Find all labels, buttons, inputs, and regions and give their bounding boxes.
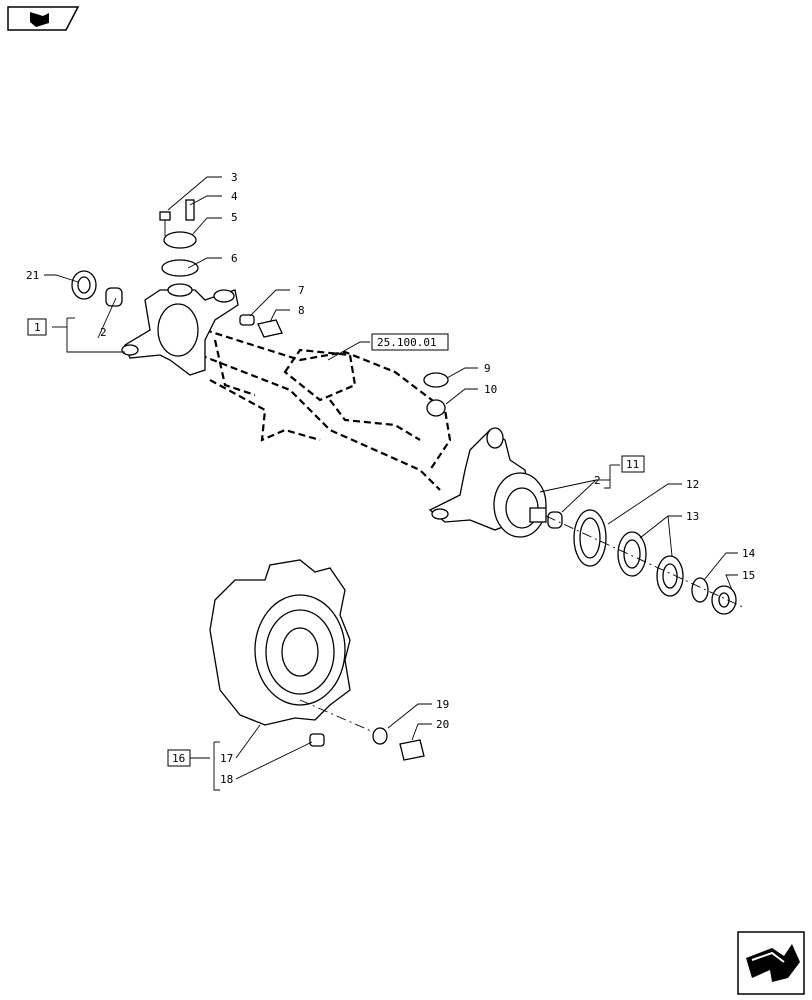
part-20-bolt bbox=[399, 739, 425, 761]
callout-labels: 3 4 5 6 7 8 21 2 1 25.100.01 9 10 2 11 1… bbox=[26, 171, 756, 786]
callout-1-box bbox=[27, 318, 47, 336]
bottom-nav-button[interactable] bbox=[737, 931, 805, 995]
callout-9: 9 bbox=[484, 362, 491, 375]
callout-7: 7 bbox=[298, 284, 305, 297]
callout-16-box bbox=[167, 749, 191, 767]
callout-3: 3 bbox=[231, 171, 238, 184]
part-7-nut bbox=[239, 314, 255, 326]
callout-16: 16 bbox=[172, 752, 185, 765]
callout-5: 5 bbox=[231, 211, 238, 224]
top-nav-button[interactable] bbox=[7, 6, 80, 31]
part-8-bolt bbox=[257, 319, 283, 338]
part-9-cap bbox=[423, 372, 449, 388]
arrow-back-icon bbox=[30, 12, 49, 27]
callout-14: 14 bbox=[742, 547, 756, 560]
callout-10: 10 bbox=[484, 383, 497, 396]
left-bushing-2 bbox=[105, 287, 123, 307]
callout-2-right: 2 bbox=[594, 474, 601, 487]
callout-11-box bbox=[621, 455, 645, 473]
callout-21: 21 bbox=[26, 269, 39, 282]
callout-8: 8 bbox=[298, 304, 305, 317]
part-10-seal bbox=[426, 399, 446, 417]
axle-housing bbox=[199, 328, 452, 491]
reference-label: 25.100.01 bbox=[377, 336, 437, 349]
differential-housing bbox=[209, 559, 351, 726]
part-18-plug bbox=[309, 733, 325, 747]
callout-17: 17 bbox=[220, 752, 233, 765]
leader-lines bbox=[44, 176, 738, 791]
callout-13: 13 bbox=[686, 510, 699, 523]
callout-15: 15 bbox=[742, 569, 755, 582]
callout-1: 1 bbox=[34, 321, 41, 334]
part-14-washer bbox=[691, 577, 709, 603]
callout-18: 18 bbox=[220, 773, 233, 786]
callout-19: 19 bbox=[436, 698, 449, 711]
left-steering-knuckle bbox=[121, 289, 239, 376]
callout-4: 4 bbox=[231, 190, 238, 203]
callout-12: 12 bbox=[686, 478, 699, 491]
king-pin-assembly bbox=[159, 199, 199, 297]
arrow-next-icon bbox=[746, 944, 800, 982]
part-19-washer bbox=[372, 727, 388, 745]
callout-2-left: 2 bbox=[100, 326, 107, 339]
reference-box[interactable] bbox=[371, 333, 449, 351]
right-steering-knuckle bbox=[428, 427, 547, 538]
callout-11: 11 bbox=[626, 458, 639, 471]
callout-6: 6 bbox=[231, 252, 238, 265]
callout-20: 20 bbox=[436, 718, 449, 731]
